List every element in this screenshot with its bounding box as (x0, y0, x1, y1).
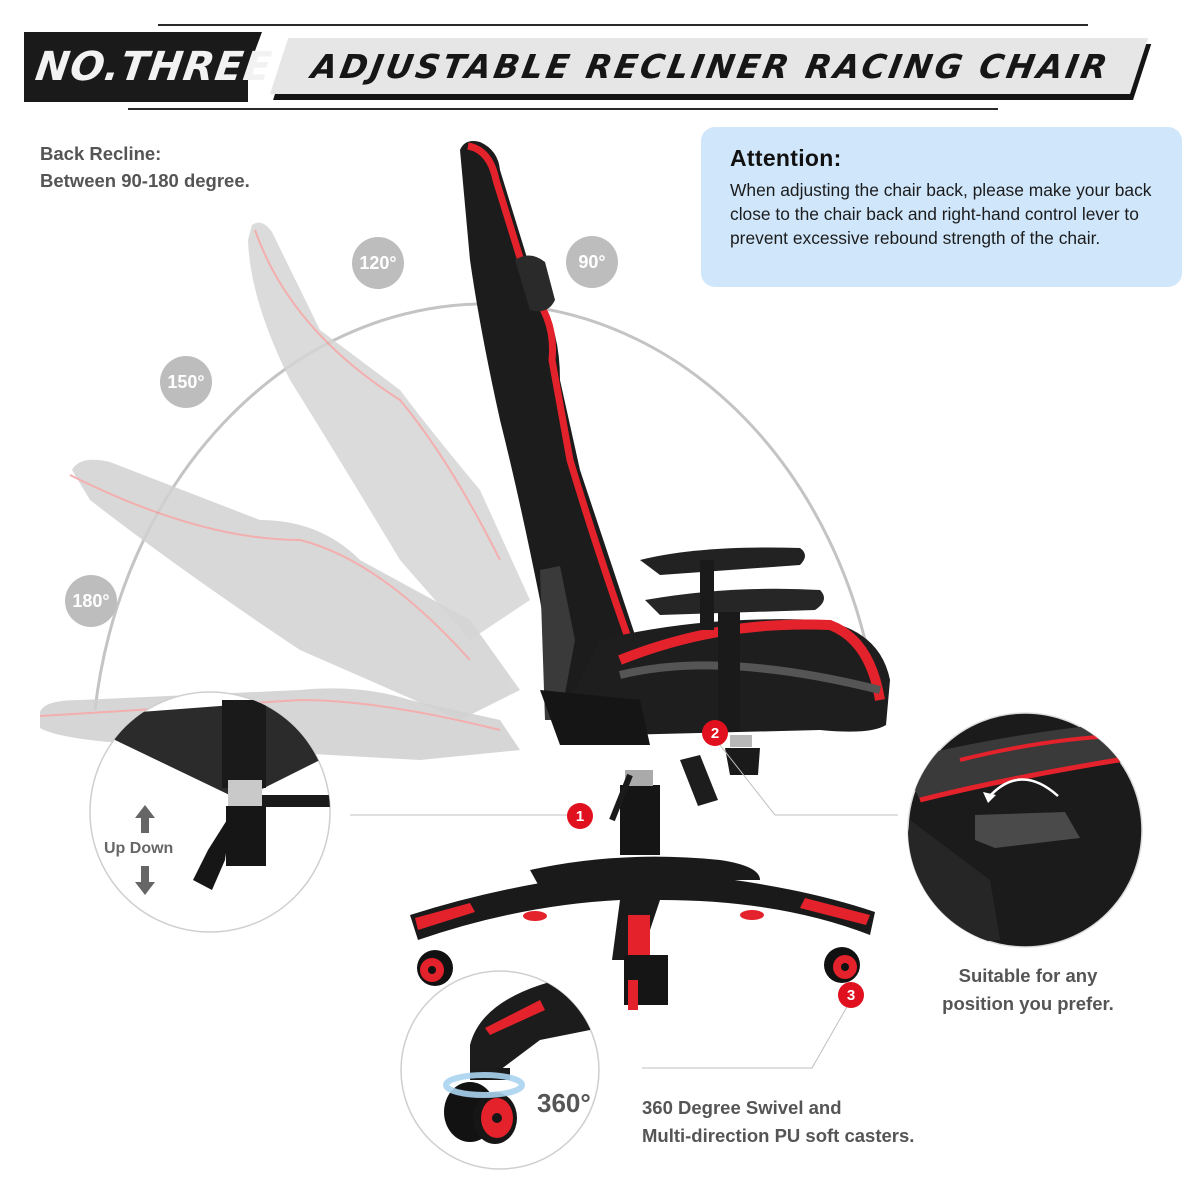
callout-circle-gas-lift (89, 691, 331, 933)
brand-block (24, 32, 248, 102)
recline-lever-caption: Suitable for any position you prefer. (928, 962, 1128, 1018)
arrow-up-icon (135, 805, 155, 833)
recline-info-line1: Back Recline: (40, 143, 162, 164)
caster-caption-line1: 360 Degree Swivel and (642, 1097, 842, 1118)
attention-title: Attention: (730, 145, 842, 171)
ghost-back-120 (248, 222, 530, 640)
star-base (410, 856, 875, 960)
armrests (640, 547, 824, 775)
callout-number-1: 1 (567, 803, 593, 829)
attention-box: Attention: When adjusting the chair back… (701, 127, 1182, 287)
recline-lever-caption-line2: position you prefer. (942, 993, 1114, 1014)
callout-number-2: 2 (702, 720, 728, 746)
rotate-arrow-icon (987, 778, 1059, 799)
casters (417, 910, 860, 1010)
leader-line-2 (719, 744, 898, 816)
callout-number-3: 3 (838, 982, 864, 1008)
header-frame-top (158, 24, 1088, 26)
arrow-down-icon (135, 866, 155, 895)
swivel-degree-label: 360° (537, 1088, 591, 1118)
leader-line-3 (642, 1004, 849, 1069)
recline-lever-caption-line1: Suitable for any (958, 965, 1098, 986)
swivel-ring-icon (443, 1072, 525, 1098)
caster-caption: 360 Degree Swivel and Multi-direction PU… (642, 1094, 914, 1150)
up-down-label: Up Down (104, 840, 174, 857)
angle-badge-90: 90° (566, 236, 618, 288)
attention-body: When adjusting the chair back, please ma… (730, 180, 1152, 248)
gas-lift (609, 755, 718, 855)
angle-badge-120: 120° (352, 237, 404, 289)
recline-info-line2: Between 90-180 degree. (40, 170, 250, 191)
callout-circle-caster (400, 970, 600, 1170)
callout-circle-recline-lever (907, 712, 1143, 948)
header-frame-bottom (128, 108, 998, 110)
caster-caption-line2: Multi-direction PU soft casters. (642, 1125, 915, 1146)
brand-block-slant (236, 32, 262, 102)
angle-badge-180: 180° (65, 575, 117, 627)
recline-info: Back Recline: Between 90-180 degree. (40, 140, 250, 194)
ghost-back-150 (69, 459, 520, 720)
chair-back (460, 141, 640, 720)
angle-badge-150: 150° (160, 356, 212, 408)
